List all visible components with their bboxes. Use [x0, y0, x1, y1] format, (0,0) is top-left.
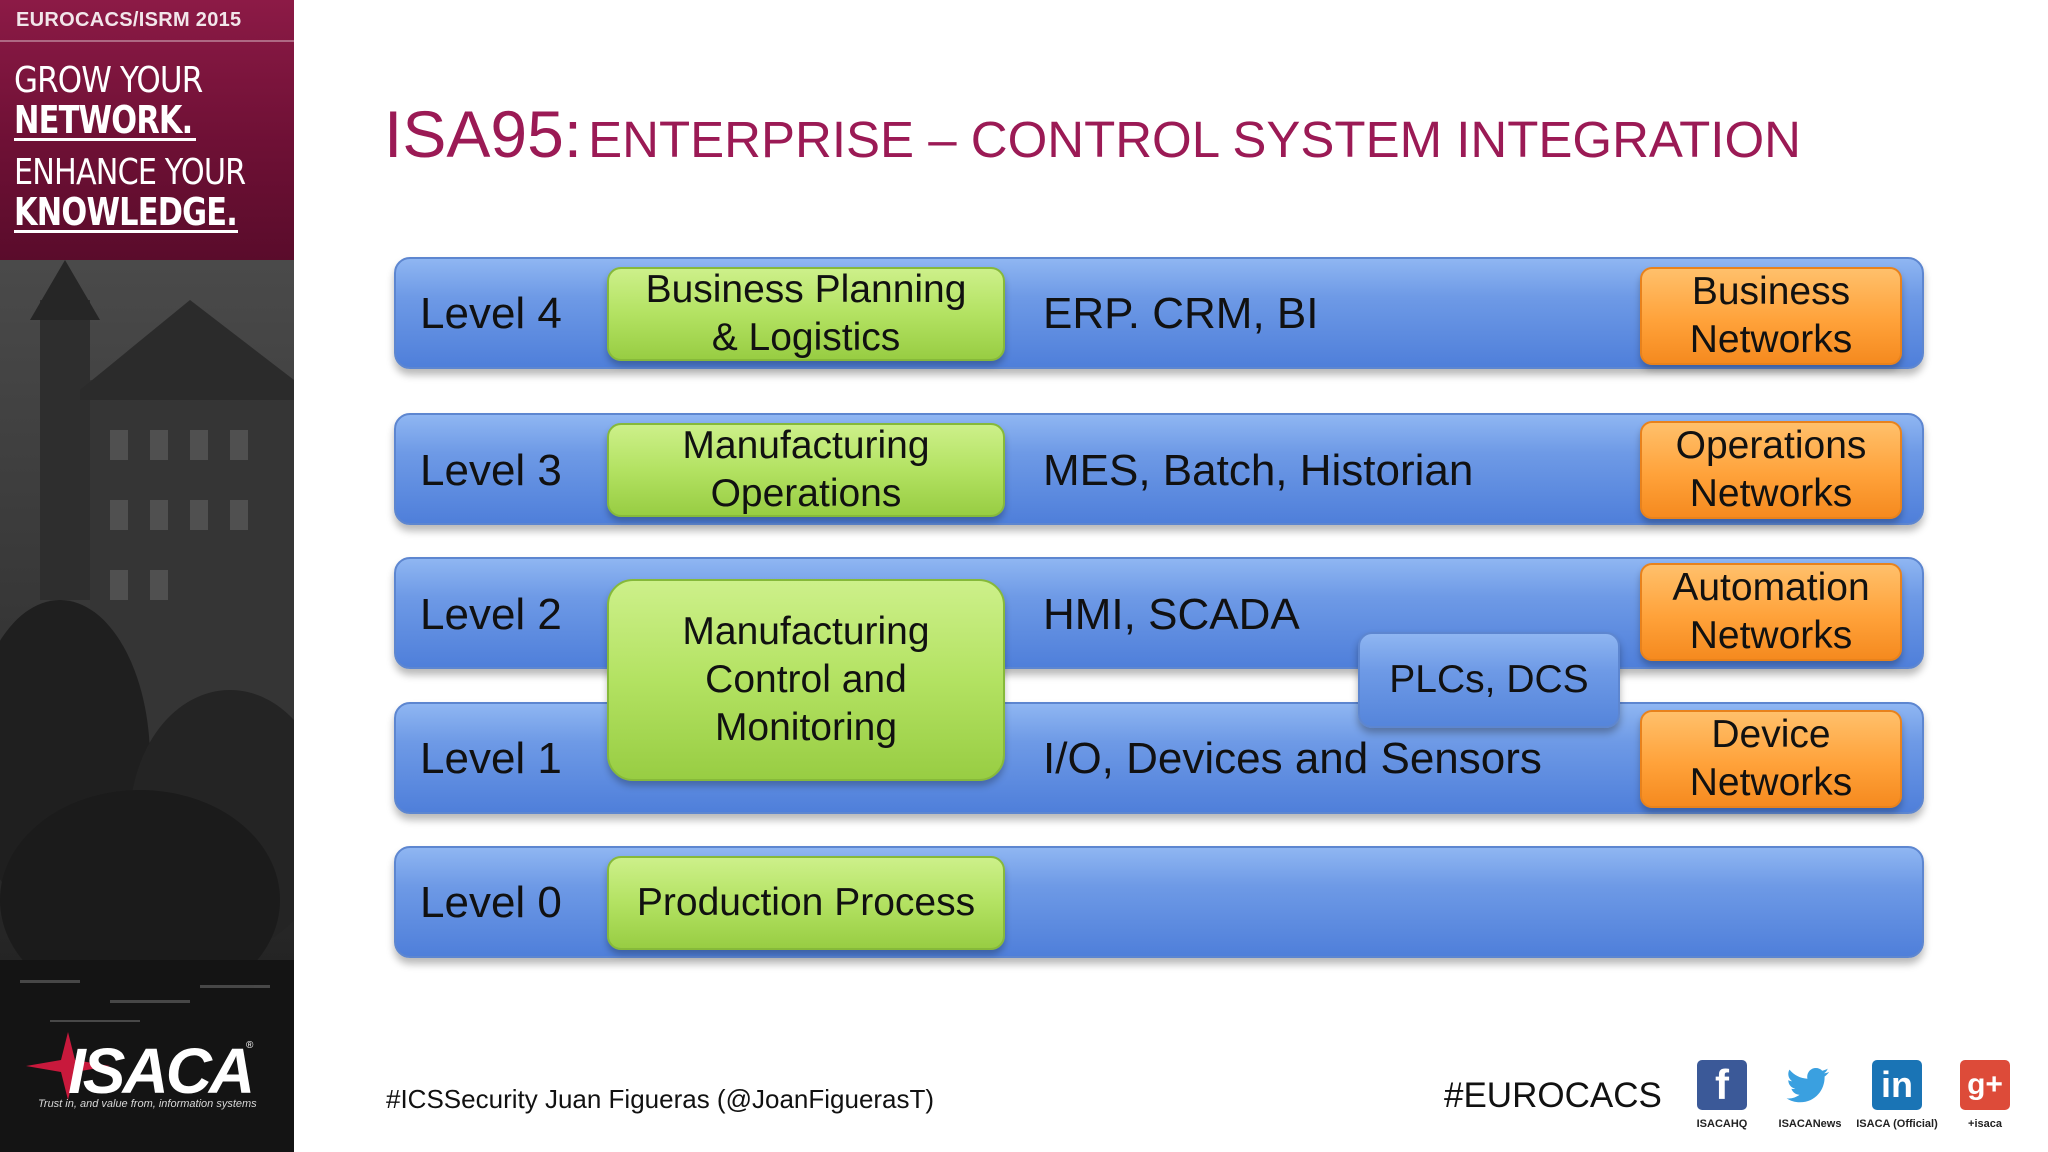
function-line: Control and: [705, 658, 907, 701]
function-line: Operations: [710, 472, 902, 515]
production-process-box: Production Process: [607, 856, 1005, 950]
title-subtitle: ENTERPRISE – CONTROL SYSTEM INTEGRATION: [588, 111, 1801, 168]
manufacturing-operations-box: Manufacturing Operations: [607, 423, 1005, 517]
slogan-underline-1: [14, 138, 196, 141]
event-hashtag: #EUROCACS: [1444, 1076, 1662, 1115]
network-line: Networks: [1689, 472, 1853, 515]
twitter-bird-icon: [1786, 1068, 1829, 1103]
slogan-underline-2: [14, 230, 238, 233]
level-4-systems: ERP. CRM, BI: [1043, 289, 1319, 338]
isaca-logo-text: ISACA: [68, 1035, 255, 1107]
device-networks-box: Device Networks: [1640, 710, 1902, 808]
manufacturing-control-box: Manufacturing Control and Monitoring: [607, 579, 1005, 781]
linkedin-icon[interactable]: in: [1872, 1060, 1922, 1110]
level-2-label: Level 2: [420, 590, 562, 639]
event-label: EUROCACS/ISRM 2015: [16, 9, 242, 31]
isaca-star-icon: [26, 1032, 110, 1100]
level-0-label: Level 0: [420, 878, 562, 927]
plcs-dcs-box: PLCs, DCS: [1358, 632, 1620, 728]
slogan-line-2: NETWORK.: [14, 98, 193, 142]
linkedin-caption: ISACA (Official): [1856, 1118, 1938, 1130]
network-line: Device: [1711, 713, 1831, 756]
network-line: Business: [1691, 270, 1851, 313]
level-2-systems: HMI, SCADA: [1043, 590, 1300, 639]
network-line: Operations: [1675, 424, 1867, 467]
slogan-divider: [0, 40, 294, 42]
level-3-label: Level 3: [420, 446, 562, 495]
slogan-line-3: ENHANCE YOUR: [14, 152, 246, 193]
sidebar-banner: EUROCACS/ISRM 2015 GROW YOUR NETWORK. EN…: [0, 0, 294, 1152]
googleplus-caption: +isaca: [1968, 1118, 2002, 1130]
business-planning-box: Business Planning & Logistics: [607, 267, 1005, 361]
function-line: & Logistics: [711, 316, 901, 359]
castle-photo: [0, 260, 294, 1152]
function-line: Business Planning: [645, 268, 967, 311]
network-line: Automation: [1672, 566, 1870, 609]
facebook-glyph: f: [1715, 1061, 1729, 1108]
automation-networks-box: Automation Networks: [1640, 563, 1902, 661]
level-1-systems: I/O, Devices and Sensors: [1043, 734, 1542, 783]
level-3-systems: MES, Batch, Historian: [1043, 446, 1474, 495]
presenter-credit: #ICSSecurity Juan Figueras (@JoanFiguera…: [386, 1084, 935, 1114]
facebook-caption: ISACAHQ: [1696, 1118, 1748, 1130]
slogan-panel: EUROCACS/ISRM 2015 GROW YOUR NETWORK. EN…: [0, 0, 294, 260]
title-main: ISA95:: [384, 97, 583, 171]
isaca-registered-mark: ®: [246, 1040, 254, 1051]
googleplus-glyph: g+: [1967, 1068, 2003, 1101]
slogan-line-1: GROW YOUR: [14, 60, 203, 101]
network-line: Networks: [1689, 761, 1853, 804]
isaca-tagline: Trust in, and value from, information sy…: [38, 1098, 257, 1110]
network-line: Networks: [1689, 318, 1853, 361]
operations-networks-box: Operations Networks: [1640, 421, 1902, 519]
linkedin-glyph: in: [1881, 1064, 1913, 1105]
level-4-label: Level 4: [420, 289, 562, 338]
twitter-icon[interactable]: [1785, 1060, 1835, 1110]
slide-title: ISA95:ENTERPRISE – CONTROL SYSTEM INTEGR…: [384, 96, 1801, 172]
business-networks-box: Business Networks: [1640, 267, 1902, 365]
function-line: Manufacturing: [682, 424, 930, 467]
twitter-caption: ISACANews: [1778, 1118, 1842, 1130]
googleplus-icon[interactable]: g+: [1960, 1060, 2010, 1110]
function-line: Manufacturing: [682, 610, 930, 653]
slogan-line-4: KNOWLEDGE.: [14, 190, 238, 234]
network-line: Networks: [1689, 614, 1853, 657]
facebook-icon[interactable]: f: [1697, 1060, 1747, 1110]
function-line: Monitoring: [714, 706, 898, 749]
function-line: Production Process: [636, 881, 976, 924]
level-1-label: Level 1: [420, 734, 562, 783]
